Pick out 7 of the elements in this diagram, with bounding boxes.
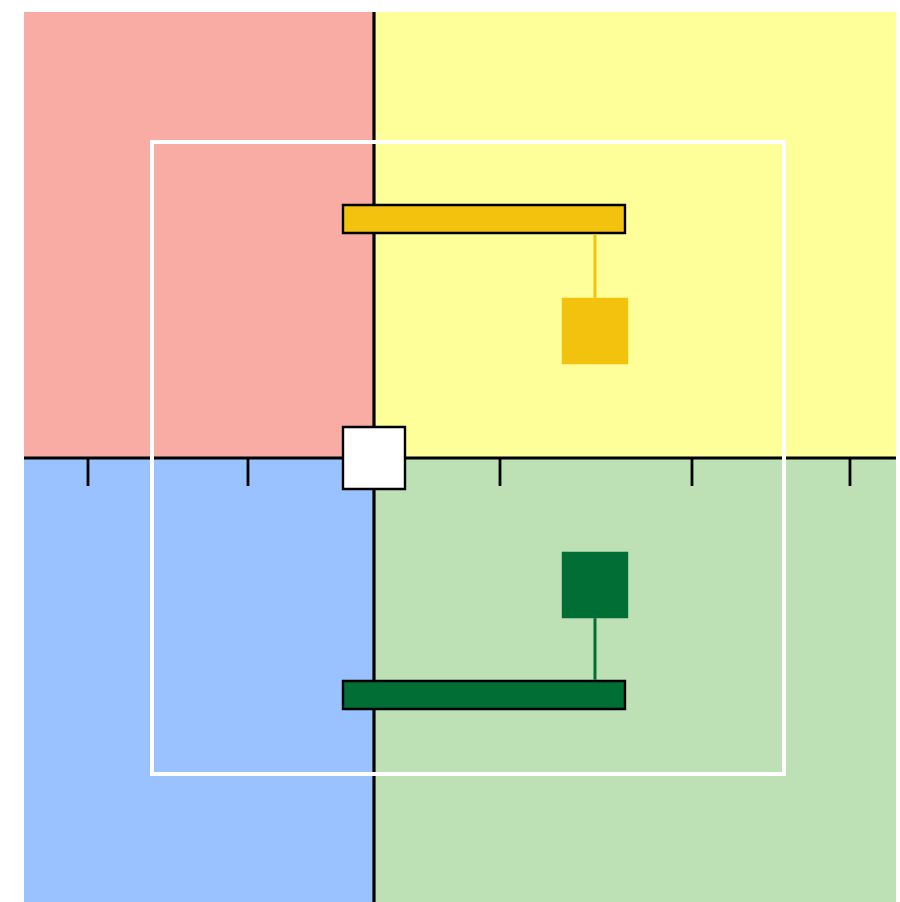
connector-line [593, 618, 597, 680]
connector-line [593, 234, 597, 298]
bar [341, 679, 627, 711]
square [561, 297, 629, 365]
bar [341, 203, 627, 235]
square [561, 551, 629, 619]
square [341, 425, 407, 491]
